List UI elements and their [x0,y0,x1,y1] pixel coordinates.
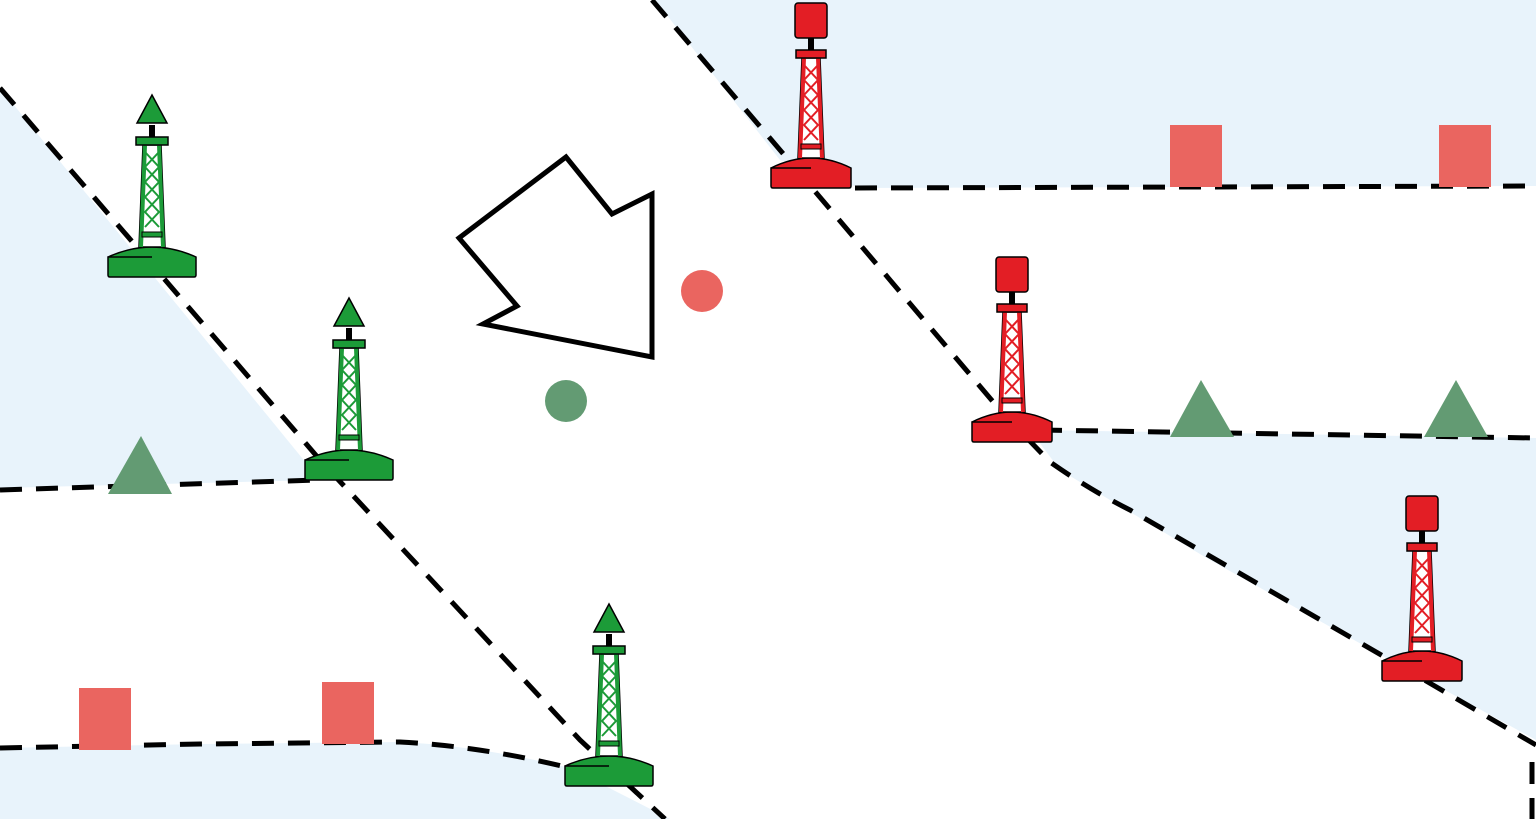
water-zone-upper-right [655,0,1536,188]
marker-red-dot [681,270,723,312]
marker-red-square-4 [322,682,374,744]
water-zone-upper-left [0,88,320,488]
marker-green-triangle-2 [1170,380,1234,437]
marker-red-square-3 [79,688,131,750]
water-zone-middle-right [1030,430,1536,740]
marker-red-square-1 [1170,125,1222,187]
water-zone-lower-left [0,742,670,819]
marker-green-triangle-3 [1424,380,1488,437]
direction-arrow-icon [455,153,655,361]
boundary-line-right-diagonal [650,0,1536,748]
marker-green-triangle-1 [108,436,172,494]
buoy-green-3 [563,602,655,788]
buoy-green-2 [303,296,395,482]
buoy-red-2 [970,255,1054,444]
marker-red-square-2 [1439,125,1491,187]
marker-green-dot [545,380,587,422]
boundary-line-bottom-left [0,739,571,771]
